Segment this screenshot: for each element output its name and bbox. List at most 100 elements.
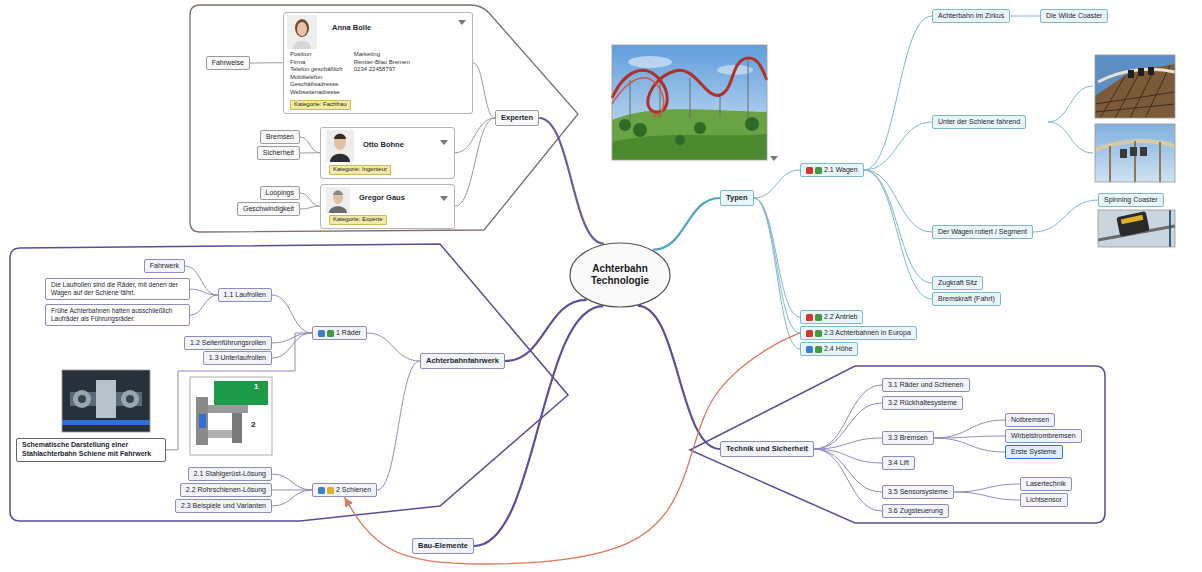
topic-box: 1.1 Laufrollen <box>218 288 272 303</box>
branch-line <box>934 436 1005 438</box>
topic-box: 2 Schienen <box>312 483 377 498</box>
topic-box: 3.3 Bremsen <box>882 431 934 446</box>
branch-line <box>754 198 800 317</box>
central-topic: Achterbahn Technologie <box>569 242 671 308</box>
priority-icon <box>806 314 813 321</box>
priority-icon <box>806 167 813 174</box>
topic-text: 2 Schienen <box>336 486 371 495</box>
branch-line <box>300 206 320 209</box>
topic-text: 2.2 Rohrschienen-Lösung <box>186 486 266 495</box>
topic-text: Erste Systeme <box>1011 448 1057 457</box>
topic-text: Sicherheit <box>263 149 294 158</box>
branch-line <box>814 385 882 449</box>
branch-line <box>653 198 720 250</box>
topic-text: Geschwindigkeit <box>243 205 294 214</box>
portrait <box>326 187 350 213</box>
branch-line <box>300 152 320 153</box>
topic-text: Lasertechnik <box>1026 480 1066 489</box>
topic-box: 2.2 Rohrschienen-Lösung <box>180 483 272 498</box>
topic-box: Die Wilde Coaster <box>1040 9 1108 24</box>
priority-icon <box>815 314 822 321</box>
chevron-icon <box>440 20 466 201</box>
caption-text: Schematische Darstellung einer Stahlacht… <box>22 441 151 457</box>
card-field: Mobiltelefon <box>290 74 343 82</box>
coaster-photo <box>1095 124 1175 182</box>
contact-card: Anna BollePositionFirmaTelefon geschäftl… <box>283 12 473 114</box>
card-values: MarketingRentier-Blau Bremen0234 2245879… <box>354 51 410 74</box>
topic-text: 1.3 Unterlaufrollen <box>209 354 266 363</box>
branch-line <box>754 170 800 198</box>
topic-box: 3.5 Sensorsysteme <box>882 485 954 500</box>
note-box: Frühe Achterbahnen hatten ausschließlich… <box>45 304 190 326</box>
topic-box: 3.6 Zugsteuerung <box>882 504 949 519</box>
topic-box: Technik und Sicherheit <box>720 441 814 456</box>
topic-text: 2.2 Antrieb <box>824 313 857 322</box>
branch-line <box>1010 16 1040 17</box>
topic-text: Achterbahn im Zirkus <box>938 12 1004 21</box>
card-name: Gregor Gaus <box>359 193 405 202</box>
topic-text: Experten <box>501 113 533 122</box>
topic-text: Technik und Sicherheit <box>726 444 808 453</box>
coaster-photo <box>1095 55 1175 118</box>
topic-box: Lichtsensor <box>1020 493 1068 508</box>
branch-line <box>455 118 495 153</box>
priority-icon <box>815 346 822 353</box>
portrait <box>287 15 317 49</box>
group-boundary <box>190 5 578 232</box>
topic-box: Zugkraft Sitz <box>932 276 983 291</box>
coaster-photo <box>612 45 778 161</box>
topic-box: 1.3 Unterlaufrollen <box>203 351 272 366</box>
topic-text: Wirbelstrombremsen <box>1011 432 1076 441</box>
topic-box: 2.1 Stahlgerüst-Lösung <box>188 467 272 482</box>
branch-line <box>1033 200 1098 232</box>
note-box: Die Laufrollen sind die Räder, mit denen… <box>45 278 190 300</box>
topic-text: Die Wilde Coaster <box>1046 12 1102 21</box>
branch-line <box>814 438 882 449</box>
topic-text: Bremskraft (Fahrt) <box>938 295 995 304</box>
branch-line <box>505 300 587 361</box>
card-name: Otto Bohne <box>363 140 404 149</box>
priority-icon <box>327 330 334 337</box>
topic-text: Spinning Coaster <box>1104 196 1158 205</box>
callout-number: 2 <box>251 421 255 429</box>
topic-box: Notbremsen <box>1005 413 1055 428</box>
topic-text: 2.3 Achterbahnen in Europa <box>824 329 911 338</box>
topic-box: Wirbelstrombremsen <box>1005 429 1082 444</box>
topic-box: 3.4 Lift <box>882 456 915 471</box>
topic-text: Achterbahn Technologie <box>583 263 657 287</box>
branch-line <box>539 118 604 244</box>
topic-text: 2.3 Beispiele und Varianten <box>181 502 266 511</box>
category-tag: Kategorie: Experte <box>329 215 387 225</box>
topic-box: Achterbahn im Zirkus <box>932 9 1010 24</box>
card-fields: PositionFirmaTelefon geschäftlichMobilte… <box>290 51 343 96</box>
branch-line <box>377 361 420 490</box>
topic-text: Bau-Elemente <box>418 541 468 550</box>
priority-icon <box>318 330 325 337</box>
topic-box: 1.2 Seitenführungsrollen <box>184 336 272 351</box>
card-value: 0234 22458797 <box>354 66 410 74</box>
category-tag: Kategorie: Fachfrau <box>290 100 351 110</box>
branch-line <box>300 137 320 153</box>
card-field: Position <box>290 51 343 59</box>
branch-line <box>954 492 1020 500</box>
topic-text: 3.3 Bremsen <box>888 434 928 443</box>
priority-icon <box>318 487 325 494</box>
topic-text: Fahrwerk <box>150 262 179 271</box>
card-field: Webseitenadresse <box>290 89 343 97</box>
topic-box: Fahrweise <box>206 56 250 71</box>
branch-line <box>367 333 420 361</box>
card-field: Firma <box>290 59 343 67</box>
topic-text: Der Wagen rotiert / Segment <box>938 228 1027 237</box>
topic-text: Unter der Schiene fahrend <box>938 118 1020 127</box>
topic-text: 1 Räder <box>336 329 361 338</box>
branch-line <box>638 306 720 449</box>
topic-text: 3.4 Lift <box>888 459 909 468</box>
callout-number: 1 <box>254 383 258 391</box>
topic-box: Loopings <box>260 186 300 201</box>
priority-icon <box>806 330 813 337</box>
topic-text: Fahrweise <box>212 59 244 68</box>
card-value: Marketing <box>354 51 410 59</box>
topic-box: 3.1 Räder und Schienen <box>882 378 970 393</box>
topic-box: 2.2 Antrieb <box>800 310 863 325</box>
